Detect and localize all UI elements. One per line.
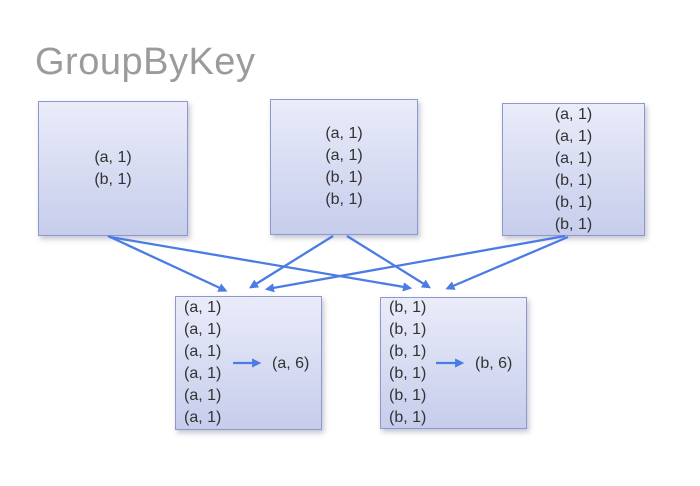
pair-row: (b, 1) — [94, 170, 132, 188]
pair-list: (a, 1) (a, 1) (a, 1) (b, 1) (b, 1) (b, 1) — [555, 104, 592, 236]
slide-title: GroupByKey — [35, 41, 256, 83]
pair-row: (b, 1) — [389, 321, 427, 338]
pair-row: (b, 1) — [389, 365, 427, 382]
flow-arrow-partition-3-to-group-b — [445, 235, 569, 290]
pair-row: (a, 1) — [554, 127, 593, 145]
pair-row: (a, 1) — [325, 147, 363, 164]
pair-row: (a, 1) — [554, 149, 593, 167]
pair-row: (b, 1) — [389, 299, 427, 316]
pair-row: (b, 1) — [554, 215, 593, 233]
pair-row: (a, 1) — [184, 299, 222, 316]
flow-arrow-partition-2-to-group-b — [346, 235, 432, 289]
partition-box-2: (a, 1) (a, 1) (b, 1) (b, 1) — [270, 99, 418, 235]
group-a-result: (a, 6) — [272, 355, 310, 372]
pair-row: (b, 1) — [389, 343, 427, 360]
group-box-b: (b, 1) (b, 1) (b, 1) (b, 1) (b, 1) (b, 1) (b,… — [380, 297, 527, 429]
flow-arrow-partition-3-to-group-a — [264, 234, 566, 293]
partition-box-3: (a, 1) (a, 1) (a, 1) (b, 1) (b, 1) (b, 1) — [502, 103, 645, 236]
flow-arrow-partition-2-to-group-a — [248, 235, 334, 289]
partition-box-1: (a, 1) (b, 1) — [38, 101, 188, 236]
pair-row: (a, 1) — [554, 105, 593, 123]
pair-row: (a, 1) — [184, 321, 222, 338]
flow-arrow-partition-1-to-group-a — [107, 234, 228, 292]
pair-row: (a, 1) — [325, 125, 363, 142]
pair-list: (a, 1) (a, 1) (b, 1) (b, 1) — [325, 123, 362, 211]
pair-row: (b, 1) — [389, 387, 427, 404]
pair-row: (a, 1) — [184, 409, 222, 426]
flow-arrow-partition-1-to-group-b — [109, 235, 413, 292]
pair-row: (b, 1) — [325, 191, 363, 208]
group-box-a: (a, 1) (a, 1) (a, 1) (a, 1) (a, 1) (a, 1) (a,… — [175, 296, 322, 430]
pair-row: (a, 1) — [184, 365, 222, 382]
pair-row: (a, 1) — [94, 148, 132, 166]
pair-row: (a, 1) — [184, 387, 222, 404]
pair-row: (a, 1) — [184, 343, 222, 360]
group-b-result: (b, 6) — [475, 355, 513, 372]
pair-list: (a, 1) (a, 1) (a, 1) (a, 1) (a, 1) (a, 1) — [184, 297, 221, 429]
pair-row: (b, 1) — [554, 171, 593, 189]
pair-list: (b, 1) (b, 1) (b, 1) (b, 1) (b, 1) (b, 1) — [389, 297, 426, 429]
pair-row: (b, 1) — [554, 193, 593, 211]
pair-list: (a, 1) (b, 1) — [94, 147, 131, 191]
pair-row: (b, 1) — [389, 409, 427, 426]
pair-row: (b, 1) — [325, 169, 363, 186]
